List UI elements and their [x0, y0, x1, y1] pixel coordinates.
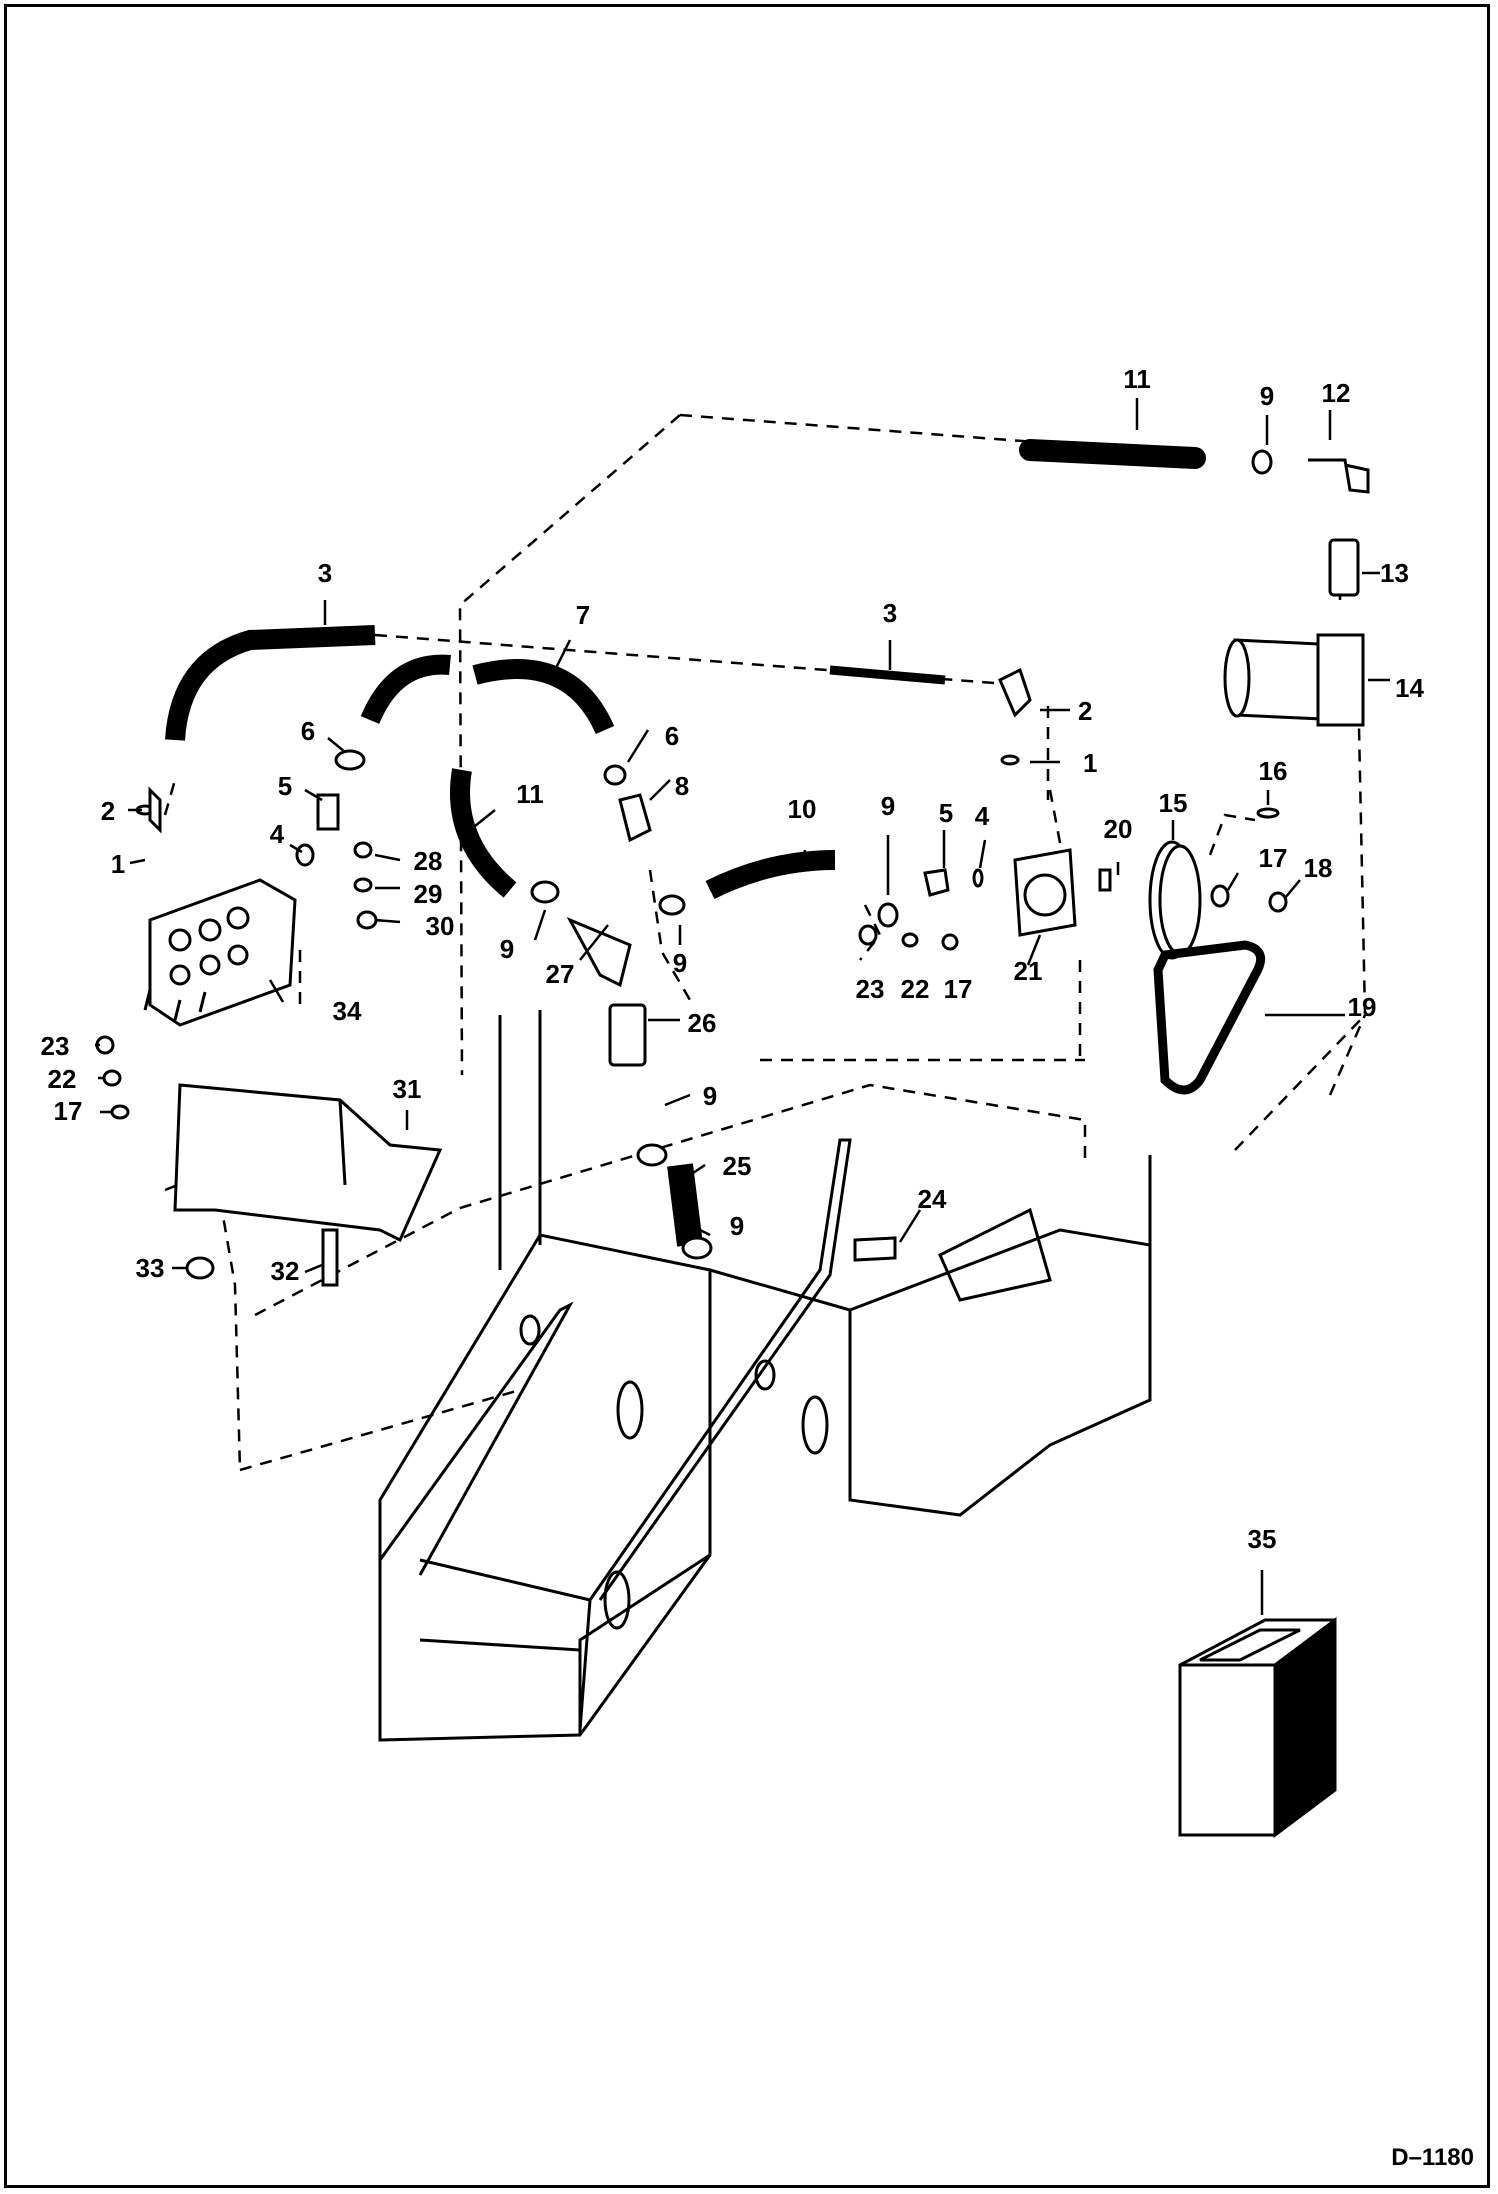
filter-14 — [1223, 633, 1365, 727]
callout-14: 14 — [1395, 673, 1424, 703]
document-id: D–1180 — [1391, 2144, 1474, 2171]
callout-30: 30 — [426, 911, 455, 941]
callout-29: 29 — [414, 879, 443, 909]
callout-9f: 9 — [730, 1211, 744, 1241]
callout-2b: 2 — [101, 796, 115, 826]
callout-3a: 3 — [318, 558, 332, 588]
callout-6b: 6 — [665, 721, 679, 751]
callout-9d: 9 — [673, 948, 687, 978]
callout-18: 18 — [1304, 853, 1333, 883]
callout-1a: 1 — [1083, 748, 1097, 778]
callout-13: 13 — [1380, 558, 1409, 588]
callout-28: 28 — [414, 846, 443, 876]
hose-7 — [360, 654, 615, 735]
pulley-15 — [1148, 840, 1202, 960]
callout-20: 20 — [1104, 814, 1133, 844]
callout-9a: 9 — [1260, 381, 1274, 411]
callout-10: 10 — [788, 794, 817, 824]
callout-9c: 9 — [500, 934, 514, 964]
leader-lines — [95, 398, 1390, 1615]
callout-5b: 5 — [939, 798, 953, 828]
callout-23a: 23 — [856, 974, 885, 1004]
callout-32: 32 — [271, 1256, 300, 1286]
hose-3-right — [829, 665, 946, 685]
mount-plate-31 — [173, 1083, 443, 1243]
callout-17b: 17 — [944, 974, 973, 1004]
hose-10 — [705, 850, 836, 899]
callout-9e: 9 — [703, 1081, 717, 1111]
belt-19 — [1153, 940, 1266, 1095]
callout-4b: 4 — [975, 801, 990, 831]
page-border — [4, 4, 1490, 2188]
hose-11-upper — [1019, 439, 1206, 469]
control-valve-34 — [143, 878, 297, 1027]
frame-assembly — [378, 1010, 1152, 1742]
callout-5a: 5 — [278, 771, 292, 801]
callout-11a: 11 — [1123, 364, 1151, 394]
callout-11b: 11 — [516, 779, 544, 809]
hose-25 — [667, 1163, 703, 1247]
callout-26: 26 — [688, 1008, 717, 1038]
callout-17a: 17 — [1259, 843, 1288, 873]
callout-25: 25 — [723, 1151, 752, 1181]
callout-labels: 11 9 12 13 14 3 7 3 2 1 6 6 8 5 11 2 1 4… — [41, 364, 1425, 1554]
callout-16: 16 — [1259, 756, 1288, 786]
callout-19: 19 — [1348, 992, 1377, 1022]
pump-21 — [1013, 848, 1077, 937]
callout-31: 31 — [393, 1074, 422, 1104]
callout-22a: 22 — [901, 974, 930, 1004]
callout-1b: 1 — [111, 849, 125, 879]
assembly-guide-lines — [163, 413, 1367, 1472]
callout-35: 35 — [1248, 1524, 1277, 1554]
callout-22b: 22 — [48, 1064, 77, 1094]
fittings — [95, 449, 1370, 1287]
callout-34: 34 — [333, 996, 362, 1026]
hose-3-left — [165, 625, 376, 741]
callout-7: 7 — [576, 600, 590, 630]
callout-33: 33 — [136, 1253, 165, 1283]
callout-24: 24 — [918, 1184, 947, 1214]
callout-21: 21 — [1014, 956, 1043, 986]
battery-35 — [1178, 1617, 1337, 1838]
callout-6a: 6 — [301, 716, 315, 746]
callout-2a: 2 — [1078, 696, 1092, 726]
callout-23b: 23 — [41, 1031, 70, 1061]
callout-8: 8 — [675, 771, 689, 801]
callout-17c: 17 — [54, 1096, 83, 1126]
callout-12: 12 — [1322, 378, 1351, 408]
callout-3b: 3 — [883, 598, 897, 628]
callout-27: 27 — [546, 959, 575, 989]
hose-11-lower — [450, 768, 517, 898]
callout-9b: 9 — [881, 791, 895, 821]
callout-15: 15 — [1159, 788, 1188, 818]
callout-4a: 4 — [270, 819, 285, 849]
